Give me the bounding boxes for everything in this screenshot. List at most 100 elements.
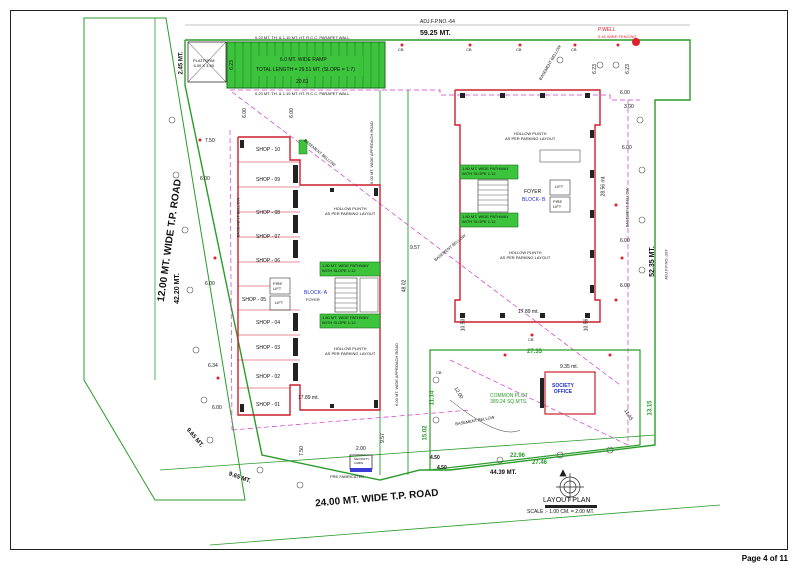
block-a-pathway-label-lower: 1.80 MT. WIDE PATHWAY WITH SLOPE 1:12 <box>322 315 369 325</box>
north-width-dim: 59.25 MT. <box>420 30 451 37</box>
block-a-label: BLOCK- A <box>304 290 328 296</box>
block-a-outline <box>237 136 381 416</box>
dim-13-15: 13.15 <box>647 400 654 416</box>
dim-7-50-a: 7.50 <box>205 138 215 144</box>
dim-22-96: 22.96 <box>510 453 526 459</box>
dim-9-35: 9.35 mt. <box>560 364 579 370</box>
dim-9-57-a: 9.57 <box>410 245 420 251</box>
dim-6-00-b: 6.00 <box>205 281 215 287</box>
dim-6-23-b: 6.23 <box>591 64 598 74</box>
block-b-depth-dim: 28.56 mt. <box>600 175 607 197</box>
block-a-lift: LIFT <box>275 300 284 305</box>
shop-label: SHOP - 05 <box>242 297 267 303</box>
cb-label: CB <box>436 370 442 375</box>
common-plot <box>429 349 641 471</box>
block-b-fire-lift: FIRE LIFT <box>553 199 563 209</box>
block-b-label: BLOCK- B <box>522 197 546 203</box>
block-b-pathway-label-lower: 1.80 MT. WIDE PATHWAY WITH SLOPE 1:12 <box>462 214 509 224</box>
setback-line <box>230 89 640 101</box>
cb-label: CB <box>528 337 534 342</box>
wire-fencing-label: 0.45 WIRE FENCING <box>598 34 637 39</box>
dim-48-02: 48.02 <box>401 279 408 293</box>
shop-label: SHOP - 09 <box>256 177 281 183</box>
cb-label: CB <box>466 47 472 52</box>
block-a-foyer: FOYER <box>306 297 320 302</box>
shop-label: SHOP - 07 <box>256 234 281 240</box>
block-b-pathway-bottom <box>459 212 519 228</box>
dim-6-00-f: 6.00 <box>620 90 630 96</box>
dim-4-50-a: 4.50 <box>430 455 440 461</box>
page-number: Page 4 of 11 <box>741 554 788 563</box>
shop-label: SHOP - 01 <box>256 402 281 408</box>
south-road-edge-bottom <box>209 504 721 546</box>
dim-7-50-b: 7.50 <box>298 446 305 456</box>
prefab-label: PRE FABRICATED <box>330 474 365 479</box>
platform-box <box>187 41 227 83</box>
basement-label: BASEMENT BELLOW <box>235 197 241 238</box>
north-arrow-icon <box>556 469 584 501</box>
ramp-title: 6.0 MT. WIDE RAMP <box>280 57 327 63</box>
ramp-wall-top: 0.23 MT. TH. & 1.10 MT. HT. R.C.C. PARAP… <box>255 35 350 40</box>
block-b-hollow-plinth: HOLLOW PLINTH AS PER PARKING LAYOUT <box>505 131 556 141</box>
dim-27-46: 27.46 <box>532 460 548 466</box>
dim-10-56: 10.56 <box>583 318 590 332</box>
cb-label: CB <box>398 47 404 52</box>
dim-6-34: 6.34 <box>208 363 218 369</box>
common-plot-label: COMMON PLOT 389.24 SQ.MTS. <box>490 393 528 405</box>
ramp-wall-bottom: 0.23 MT. TH. & 1.10 MT. HT. R.C.C. PARAP… <box>255 91 350 96</box>
pwell-marker <box>632 38 640 46</box>
security-cabin-label: SECURITY CABIN <box>354 457 370 465</box>
dim-44-39: 44.39 MT. <box>490 470 517 476</box>
dim-4-50-b: 4.50 <box>437 465 447 471</box>
dim-9-57-b: 9.57 <box>379 433 386 443</box>
platform-label: PLATFORM 6.00 X 3.50 <box>193 58 215 68</box>
block-a-pathway-top <box>319 261 381 277</box>
dim-2-00: 2.00 <box>356 446 366 452</box>
layout-scale: SCALE :- 1.00 CM. = 2.00 MT. <box>527 509 595 515</box>
ramp-dim: 20.61 <box>296 79 309 85</box>
layout-title: LAYOUT PLAN <box>543 497 591 504</box>
cb-label: CB <box>571 47 577 52</box>
block-b-hollow-plinth-lower: HOLLOW PLINTH AS PER PARKING LAYOUT <box>500 250 551 260</box>
shop-label: SHOP - 10 <box>256 147 281 153</box>
trees <box>168 56 646 489</box>
shop-label: SHOP - 06 <box>256 258 281 264</box>
dim-6-00-g: 6.00 <box>622 145 632 151</box>
dim-15-02: 15.02 <box>422 425 429 441</box>
ramp-length: TOTAL LENGTH = 29.51 MT. (SLOPE = 1:7) <box>256 67 355 73</box>
pwell-label: P.WELL <box>598 27 616 33</box>
dim-11-14: 11.14 <box>429 390 436 406</box>
dim-6-23-a: 6.23 <box>228 60 235 70</box>
block-b-stair <box>477 179 509 213</box>
block-b-pathway-label: 1.80 MT. WIDE PATHWAY WITH SLOPE 1:12 <box>462 166 509 176</box>
plot-boundary <box>184 39 691 481</box>
society-office-box <box>544 371 596 415</box>
adjacent-right-label: ADJ.F.P.NO.-107 <box>663 249 669 280</box>
shop-label: SHOP - 03 <box>256 345 281 351</box>
shop-label: SHOP - 08 <box>256 210 281 216</box>
dim-6-00-i: 6.00 <box>620 283 630 289</box>
basement-label: BASEMENT BELLOW <box>624 187 630 228</box>
society-office-label: SOCIETY OFFICE <box>552 383 574 395</box>
shop-label: SHOP - 04 <box>256 320 281 326</box>
block-a-stair <box>334 277 358 313</box>
block-b-width-dim: 17.89 mt. <box>518 309 539 315</box>
dim-42-20: 42.20 MT. <box>173 273 181 304</box>
block-b-outline <box>454 89 601 323</box>
adjacent-top-label: ADJ.F.P.NO.-64 <box>420 19 455 25</box>
approach-road-label-2: 6.00 MT. WIDE APPROACH ROAD <box>393 343 399 406</box>
block-a-fire-lift: FIRE LIFT <box>273 281 283 291</box>
dim-6-00-c: 6.00 <box>212 405 222 411</box>
south-road-edge-top <box>159 434 656 471</box>
dim-6-00-h: 6.00 <box>620 238 630 244</box>
cb-label: CB <box>516 47 522 52</box>
dim-6-00-a: 6.00 <box>200 176 210 182</box>
dim-27-35: 27.35 <box>527 349 543 355</box>
block-a-hollow-plinth: HOLLOW PLINTH AS PER PARKING LAYOUT <box>325 206 376 216</box>
block-b-lift: LIFT <box>555 184 564 189</box>
cb-dots <box>198 43 624 380</box>
shop-label: SHOP - 02 <box>256 374 281 380</box>
dim-52-35: 52.35 MT. <box>648 246 656 277</box>
